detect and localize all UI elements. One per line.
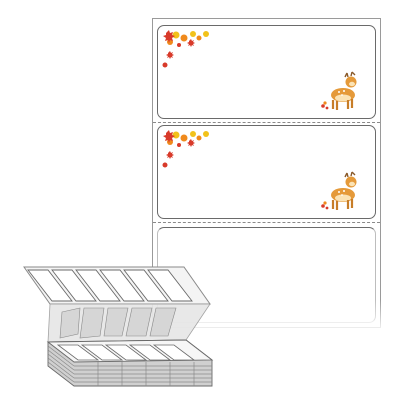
perforation-line bbox=[153, 222, 380, 223]
label-1 bbox=[157, 25, 376, 119]
maple-leaves-icon bbox=[162, 30, 209, 68]
perforation-line bbox=[153, 122, 380, 123]
label-2 bbox=[157, 125, 376, 219]
deer-icon bbox=[321, 171, 357, 210]
maple-leaves-icon bbox=[162, 130, 209, 168]
deer-icon bbox=[321, 71, 357, 110]
folded-label-stack-icon bbox=[23, 266, 214, 387]
